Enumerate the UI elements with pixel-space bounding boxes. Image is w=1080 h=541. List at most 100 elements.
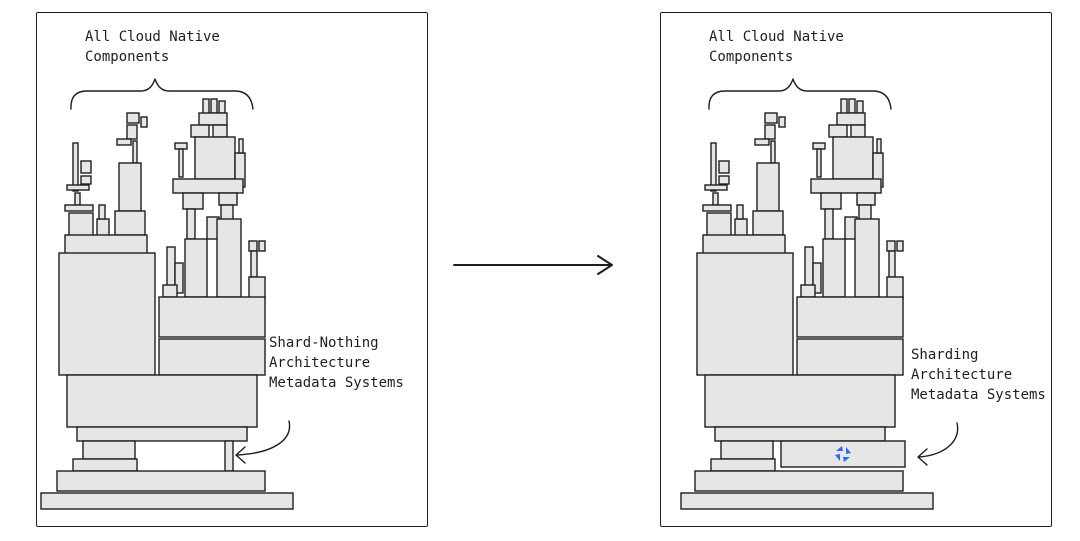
left-side-label-line-2: Architecture (269, 355, 371, 371)
slab (72, 458, 138, 472)
slab (710, 458, 776, 472)
thin-pin (876, 138, 882, 154)
thin-pin (856, 100, 864, 114)
left-top-label-line-2: Components (85, 49, 170, 65)
main-right-block (796, 296, 904, 338)
main-right-block (158, 296, 266, 338)
thin-pin (712, 192, 719, 206)
block (218, 192, 238, 206)
block (68, 212, 94, 238)
block (836, 112, 866, 126)
base-slab (714, 426, 886, 442)
thin-pin (888, 250, 896, 278)
block (886, 276, 904, 300)
right-side-label: Sharding Architecture Metadata Systems (911, 345, 1046, 405)
pointer-arrow (918, 422, 959, 458)
right-top-label-line-1: All Cloud Native (709, 29, 844, 45)
tower-block (854, 218, 880, 298)
tower-block (756, 162, 780, 212)
thin-pin (238, 138, 244, 154)
thin-slab (754, 138, 770, 146)
small-cube (126, 112, 140, 124)
right-side-label-line-1: Sharding (911, 347, 979, 363)
thin-slab (702, 204, 732, 212)
thin-pin (218, 100, 226, 114)
wide-slab (64, 234, 148, 256)
main-left-block (58, 252, 156, 376)
thin-pin (770, 140, 776, 164)
thin-slab (812, 142, 826, 150)
block (764, 124, 776, 140)
right-panel: All Cloud Native Components Sharding Arc… (660, 12, 1052, 527)
small-cube (258, 240, 266, 252)
foundation-slab (680, 492, 934, 510)
thin-slab (66, 184, 90, 191)
small-cube (80, 160, 92, 174)
block (820, 192, 842, 210)
left-side-label-line-3: Metadata Systems (269, 375, 404, 391)
right-side-label-line-2: Architecture (911, 367, 1013, 383)
thin-pin (174, 262, 184, 294)
thin-pin (178, 148, 184, 178)
sharding-layer-block (780, 440, 906, 468)
tall-pin (72, 142, 79, 192)
thin-slab (116, 138, 132, 146)
foundation-slab (56, 470, 266, 492)
block (850, 124, 866, 138)
foundation-slab (694, 470, 904, 492)
base-block (66, 374, 258, 428)
left-stack-drawing (40, 78, 294, 510)
block (126, 124, 138, 140)
thin-pin (210, 98, 218, 114)
left-top-label: All Cloud Native Components (85, 27, 220, 67)
base-slab (76, 426, 248, 442)
pointer-arrow-head (235, 446, 246, 464)
block (248, 276, 266, 300)
small-cube (718, 175, 730, 185)
small-cube (896, 240, 904, 252)
block (114, 210, 146, 236)
sharding-logo-icon (835, 446, 851, 462)
block (752, 210, 784, 236)
small-cube (248, 240, 258, 252)
right-side-label-line-3: Metadata Systems (911, 387, 1046, 403)
wide-slab (172, 178, 244, 194)
pointer-arrow-head (917, 448, 928, 466)
thin-pin (98, 204, 106, 220)
thin-slab (704, 184, 728, 191)
tower-block (832, 136, 874, 180)
thin-pin (848, 98, 856, 114)
main-right-block (158, 338, 266, 376)
main-left-block (696, 252, 794, 376)
thin-pin (816, 148, 822, 178)
thin-pin (132, 140, 138, 164)
main-right-block (796, 338, 904, 376)
thin-slab (64, 204, 94, 212)
pointer-arrow (236, 420, 291, 456)
tower-block (184, 238, 208, 298)
right-stack-drawing (680, 78, 959, 510)
base-block (704, 374, 896, 428)
right-top-label-line-2: Components (709, 49, 794, 65)
tower-block (118, 162, 142, 212)
block (856, 192, 876, 206)
tower-block (822, 238, 846, 298)
wide-slab (702, 234, 786, 256)
foundation-slab (40, 492, 294, 510)
left-side-label: Shard-Nothing Architecture Metadata Syst… (269, 333, 404, 393)
small-cube (764, 112, 778, 124)
block (706, 212, 732, 238)
components-brace (708, 78, 892, 110)
disc-block (720, 440, 774, 460)
block (198, 112, 228, 126)
left-panel: All Cloud Native Components Shard-Nothin… (36, 12, 428, 527)
thin-pin (250, 250, 258, 278)
small-cube (718, 160, 730, 174)
small-cube (800, 284, 816, 298)
right-top-label: All Cloud Native Components (709, 27, 844, 67)
small-cube (886, 240, 896, 252)
shard-nothing-pin (224, 440, 234, 472)
block (212, 124, 228, 138)
components-brace (70, 78, 254, 110)
